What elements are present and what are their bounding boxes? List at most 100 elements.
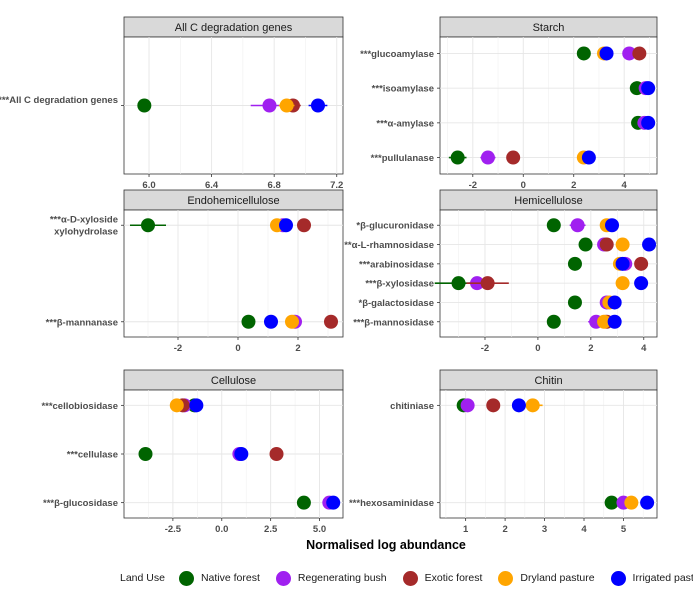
x-tick-label: 2.5: [264, 524, 278, 535]
data-point: [597, 314, 612, 329]
data-point: [581, 150, 596, 165]
y-category-label: ***hexosaminidase: [349, 498, 434, 509]
data-point: [641, 81, 656, 96]
y-category-label-line: ***β-glucosidase: [43, 498, 118, 509]
y-category-label: ***glucoamylase: [360, 49, 434, 60]
x-tick-label: 2: [502, 524, 507, 535]
data-point: [546, 218, 561, 233]
data-point: [269, 447, 284, 461]
data-point: [141, 218, 155, 233]
data-point: [576, 46, 591, 61]
y-category-label-line: ***glucoamylase: [360, 49, 434, 60]
data-point: [326, 495, 341, 510]
y-category-label: chitiniase: [390, 401, 434, 412]
data-point: [632, 46, 647, 61]
panel-frame: [123, 209, 344, 338]
data-point: [607, 295, 622, 310]
y-category-label-line: ***α-D-xyloside: [50, 215, 118, 226]
x-tick-label: 4: [581, 524, 587, 535]
x-tick-label: 6.0: [142, 180, 155, 191]
x-tick-label: 4: [641, 343, 647, 354]
panel-title: Cellulose: [211, 375, 256, 387]
data-point: [324, 314, 338, 329]
data-point: [615, 276, 630, 291]
data-point: [634, 256, 649, 271]
data-point: [622, 46, 637, 61]
y-category-label: ***pullulanase: [371, 153, 434, 164]
data-point: [138, 447, 153, 461]
panel-title: Hemicellulose: [514, 195, 582, 207]
legend-swatch: [610, 570, 626, 586]
data-point: [450, 150, 465, 165]
y-category-label: ***β-xylosidase: [365, 279, 434, 290]
data-point: [567, 295, 582, 310]
y-category-label: ***cellobiosidase: [41, 401, 118, 412]
legend-item: Irrigated pasture: [610, 570, 693, 586]
y-category-label-line: ***pullulanase: [371, 153, 434, 164]
legend-swatch: [498, 570, 514, 586]
x-tick-label: 5: [621, 524, 627, 535]
y-category-label: *β-galactosidase: [359, 298, 435, 309]
y-category-label-line: ***All C degradation genes: [0, 95, 118, 106]
data-point: [279, 218, 293, 233]
y-category-label: ***β-mannosidase: [353, 317, 434, 328]
data-point: [310, 98, 325, 113]
x-tick-label: -2.5: [165, 524, 182, 535]
data-point: [460, 398, 475, 413]
panel-frame: [439, 209, 658, 338]
data-point: [511, 398, 526, 413]
x-axis-title: Normalised log abundance: [306, 538, 466, 552]
data-point: [641, 115, 656, 130]
y-category-label: ***cellulase: [67, 450, 118, 461]
y-category-label: ***isoamylase: [372, 84, 434, 95]
data-point: [296, 495, 311, 510]
x-tick-label: 4: [622, 180, 628, 191]
legend-label: Exotic forest: [424, 572, 483, 584]
data-point: [546, 314, 561, 329]
legend-label: Native forest: [200, 572, 260, 584]
legend-item: Regenerating bush: [275, 570, 387, 586]
y-category-label-line: ***hexosaminidase: [349, 498, 434, 509]
y-category-label-line: ***α-amylase: [376, 118, 434, 129]
data-point: [640, 495, 655, 510]
data-point: [570, 218, 585, 233]
data-point: [604, 495, 619, 510]
data-point: [599, 46, 614, 61]
y-category-label-line: ***β-mannosidase: [353, 317, 434, 328]
y-category-label-line: **α-L-rhamnosidase: [344, 240, 434, 251]
panel-title: Endohemicellulose: [187, 195, 279, 207]
y-category-label: ***α-amylase: [376, 118, 434, 129]
data-point: [189, 398, 204, 413]
y-category-label: *β-glucuronidase: [356, 221, 434, 232]
y-category-label-line: ***arabinosidase: [359, 259, 434, 270]
legend-swatch: [178, 570, 194, 586]
x-tick-label: 2: [295, 343, 300, 354]
data-point: [506, 150, 521, 165]
y-category-label-line: ***cellobiosidase: [41, 401, 118, 412]
data-point: [486, 398, 501, 413]
y-category-label: ***arabinosidase: [359, 259, 434, 270]
data-point: [451, 276, 466, 291]
x-tick-label: 6.4: [205, 180, 219, 191]
y-category-label-line: chitiniase: [390, 401, 434, 412]
legend-item: Dryland pasture: [498, 570, 595, 586]
data-point: [624, 495, 639, 510]
legend-label: Regenerating bush: [297, 572, 387, 584]
y-category-label: **α-L-rhamnosidase: [344, 240, 434, 251]
y-category-label-line: ***β-mannanase: [46, 317, 118, 328]
y-category-label: ***All C degradation genes: [0, 95, 118, 106]
panel-title: Starch: [533, 22, 565, 34]
data-point: [525, 398, 540, 413]
data-point: [285, 314, 299, 329]
data-point: [480, 276, 495, 291]
x-tick-label: 0: [235, 343, 240, 354]
legend-label: Dryland pasture: [520, 572, 595, 584]
